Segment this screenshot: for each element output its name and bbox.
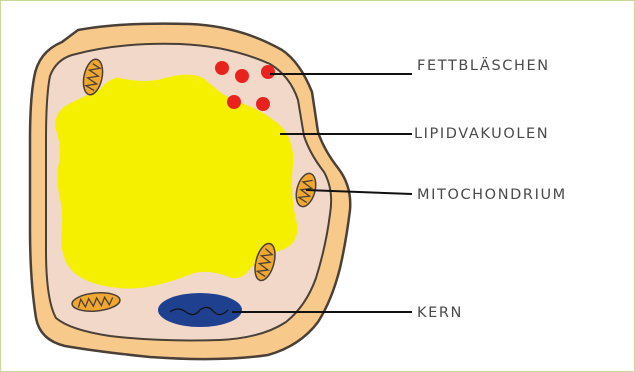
label-lipid-vacuole: LIPIDVAKUOLEN: [414, 126, 549, 142]
label-mitochondrion: MITOCHONDRIUM: [417, 187, 567, 203]
fat-droplet: [261, 65, 275, 79]
nucleus: [158, 293, 242, 327]
fat-droplet: [227, 95, 241, 109]
fat-droplet: [235, 69, 249, 83]
label-fat-droplets: FETTBLÄSCHEN: [417, 56, 550, 74]
label-nucleus: KERN: [417, 305, 463, 321]
fat-droplet: [256, 97, 270, 111]
fat-droplet: [215, 61, 229, 75]
